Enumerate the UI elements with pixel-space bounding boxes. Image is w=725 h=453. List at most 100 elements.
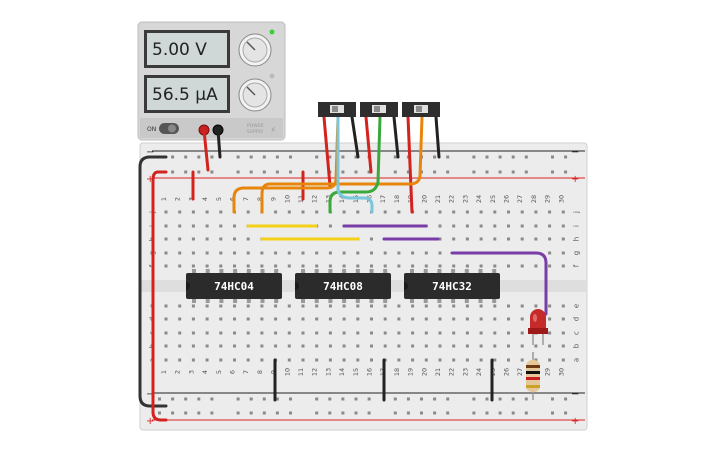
strip-hole[interactable] <box>465 224 469 228</box>
strip-hole[interactable] <box>342 317 346 321</box>
strip-hole[interactable] <box>205 304 209 308</box>
strip-hole[interactable] <box>356 304 360 308</box>
strip-hole[interactable] <box>520 317 524 321</box>
strip-hole[interactable] <box>246 264 250 268</box>
rail-hole[interactable] <box>249 397 253 401</box>
rail-hole[interactable] <box>158 411 161 415</box>
strip-hole[interactable] <box>178 331 182 335</box>
strip-hole[interactable] <box>520 304 524 308</box>
strip-hole[interactable] <box>548 304 552 308</box>
strip-hole[interactable] <box>438 264 442 268</box>
strip-hole[interactable] <box>301 210 305 214</box>
strip-hole[interactable] <box>411 251 415 255</box>
strip-hole[interactable] <box>548 251 552 255</box>
strip-hole[interactable] <box>178 304 182 308</box>
strip-hole[interactable] <box>164 344 168 348</box>
rail-hole[interactable] <box>275 411 279 415</box>
strip-hole[interactable] <box>178 251 182 255</box>
strip-hole[interactable] <box>287 304 291 308</box>
strip-hole[interactable] <box>356 331 360 335</box>
strip-hole[interactable] <box>274 344 278 348</box>
strip-hole[interactable] <box>342 331 346 335</box>
strip-hole[interactable] <box>260 331 264 335</box>
strip-hole[interactable] <box>479 358 483 362</box>
strip-hole[interactable] <box>233 237 236 241</box>
strip-hole[interactable] <box>561 331 565 335</box>
strip-hole[interactable] <box>424 264 428 268</box>
rail-hole[interactable] <box>498 411 502 415</box>
strip-hole[interactable] <box>452 237 456 241</box>
rail-hole[interactable] <box>393 397 397 401</box>
ic-chip-74HC04[interactable]: 74HC04 <box>186 269 282 303</box>
strip-hole[interactable] <box>397 251 401 255</box>
rail-hole[interactable] <box>524 170 528 174</box>
rail-hole[interactable] <box>262 155 266 159</box>
strip-hole[interactable] <box>561 264 565 268</box>
strip-hole[interactable] <box>507 224 510 228</box>
strip-hole[interactable] <box>274 317 278 321</box>
strip-hole[interactable] <box>561 210 565 214</box>
strip-hole[interactable] <box>164 264 168 268</box>
strip-hole[interactable] <box>274 210 278 214</box>
rail-hole[interactable] <box>184 411 188 415</box>
strip-hole[interactable] <box>534 264 538 268</box>
strip-hole[interactable] <box>424 317 428 321</box>
rail-hole[interactable] <box>367 411 371 415</box>
strip-hole[interactable] <box>383 264 387 268</box>
strip-hole[interactable] <box>356 317 360 321</box>
rail-hole[interactable] <box>420 397 423 401</box>
voltage-knob[interactable] <box>238 33 272 67</box>
strip-hole[interactable] <box>164 237 168 241</box>
rail-hole[interactable] <box>184 155 188 159</box>
rail-hole[interactable] <box>564 155 568 159</box>
strip-hole[interactable] <box>479 344 483 348</box>
rail-hole[interactable] <box>315 411 319 415</box>
rail-hole[interactable] <box>551 170 554 174</box>
strip-hole[interactable] <box>178 264 182 268</box>
rail-hole[interactable] <box>446 411 450 415</box>
strip-hole[interactable] <box>328 358 332 362</box>
strip-hole[interactable] <box>411 317 415 321</box>
strip-hole[interactable] <box>274 331 278 335</box>
rail-hole[interactable] <box>433 155 437 159</box>
chip-body[interactable] <box>295 273 391 299</box>
strip-hole[interactable] <box>493 317 497 321</box>
strip-hole[interactable] <box>520 237 524 241</box>
strip-hole[interactable] <box>438 331 442 335</box>
strip-hole[interactable] <box>274 251 278 255</box>
strip-hole[interactable] <box>301 251 305 255</box>
rail-hole[interactable] <box>328 155 332 159</box>
strip-hole[interactable] <box>465 210 469 214</box>
strip-hole[interactable] <box>328 317 332 321</box>
strip-hole[interactable] <box>561 344 565 348</box>
strip-hole[interactable] <box>315 317 319 321</box>
strip-hole[interactable] <box>520 210 524 214</box>
strip-hole[interactable] <box>479 317 483 321</box>
rail-hole[interactable] <box>262 170 266 174</box>
slide-switch-3[interactable] <box>402 102 440 117</box>
strip-hole[interactable] <box>191 304 195 308</box>
strip-hole[interactable] <box>328 264 332 268</box>
strip-hole[interactable] <box>205 210 209 214</box>
rail-hole[interactable] <box>328 411 332 415</box>
strip-hole[interactable] <box>178 224 182 228</box>
strip-hole[interactable] <box>424 331 428 335</box>
strip-hole[interactable] <box>438 210 442 214</box>
strip-hole[interactable] <box>191 344 195 348</box>
strip-hole[interactable] <box>246 358 250 362</box>
strip-hole[interactable] <box>287 358 291 362</box>
strip-hole[interactable] <box>370 358 373 362</box>
strip-hole[interactable] <box>219 237 223 241</box>
strip-hole[interactable] <box>548 358 552 362</box>
rail-hole[interactable] <box>197 155 201 159</box>
strip-hole[interactable] <box>219 344 223 348</box>
strip-hole[interactable] <box>356 210 360 214</box>
rail-hole[interactable] <box>289 397 292 401</box>
rail-hole[interactable] <box>341 170 345 174</box>
strip-hole[interactable] <box>178 237 182 241</box>
strip-hole[interactable] <box>438 344 442 348</box>
rail-hole[interactable] <box>472 170 476 174</box>
strip-hole[interactable] <box>424 251 428 255</box>
rail-hole[interactable] <box>197 411 201 415</box>
strip-hole[interactable] <box>287 317 291 321</box>
